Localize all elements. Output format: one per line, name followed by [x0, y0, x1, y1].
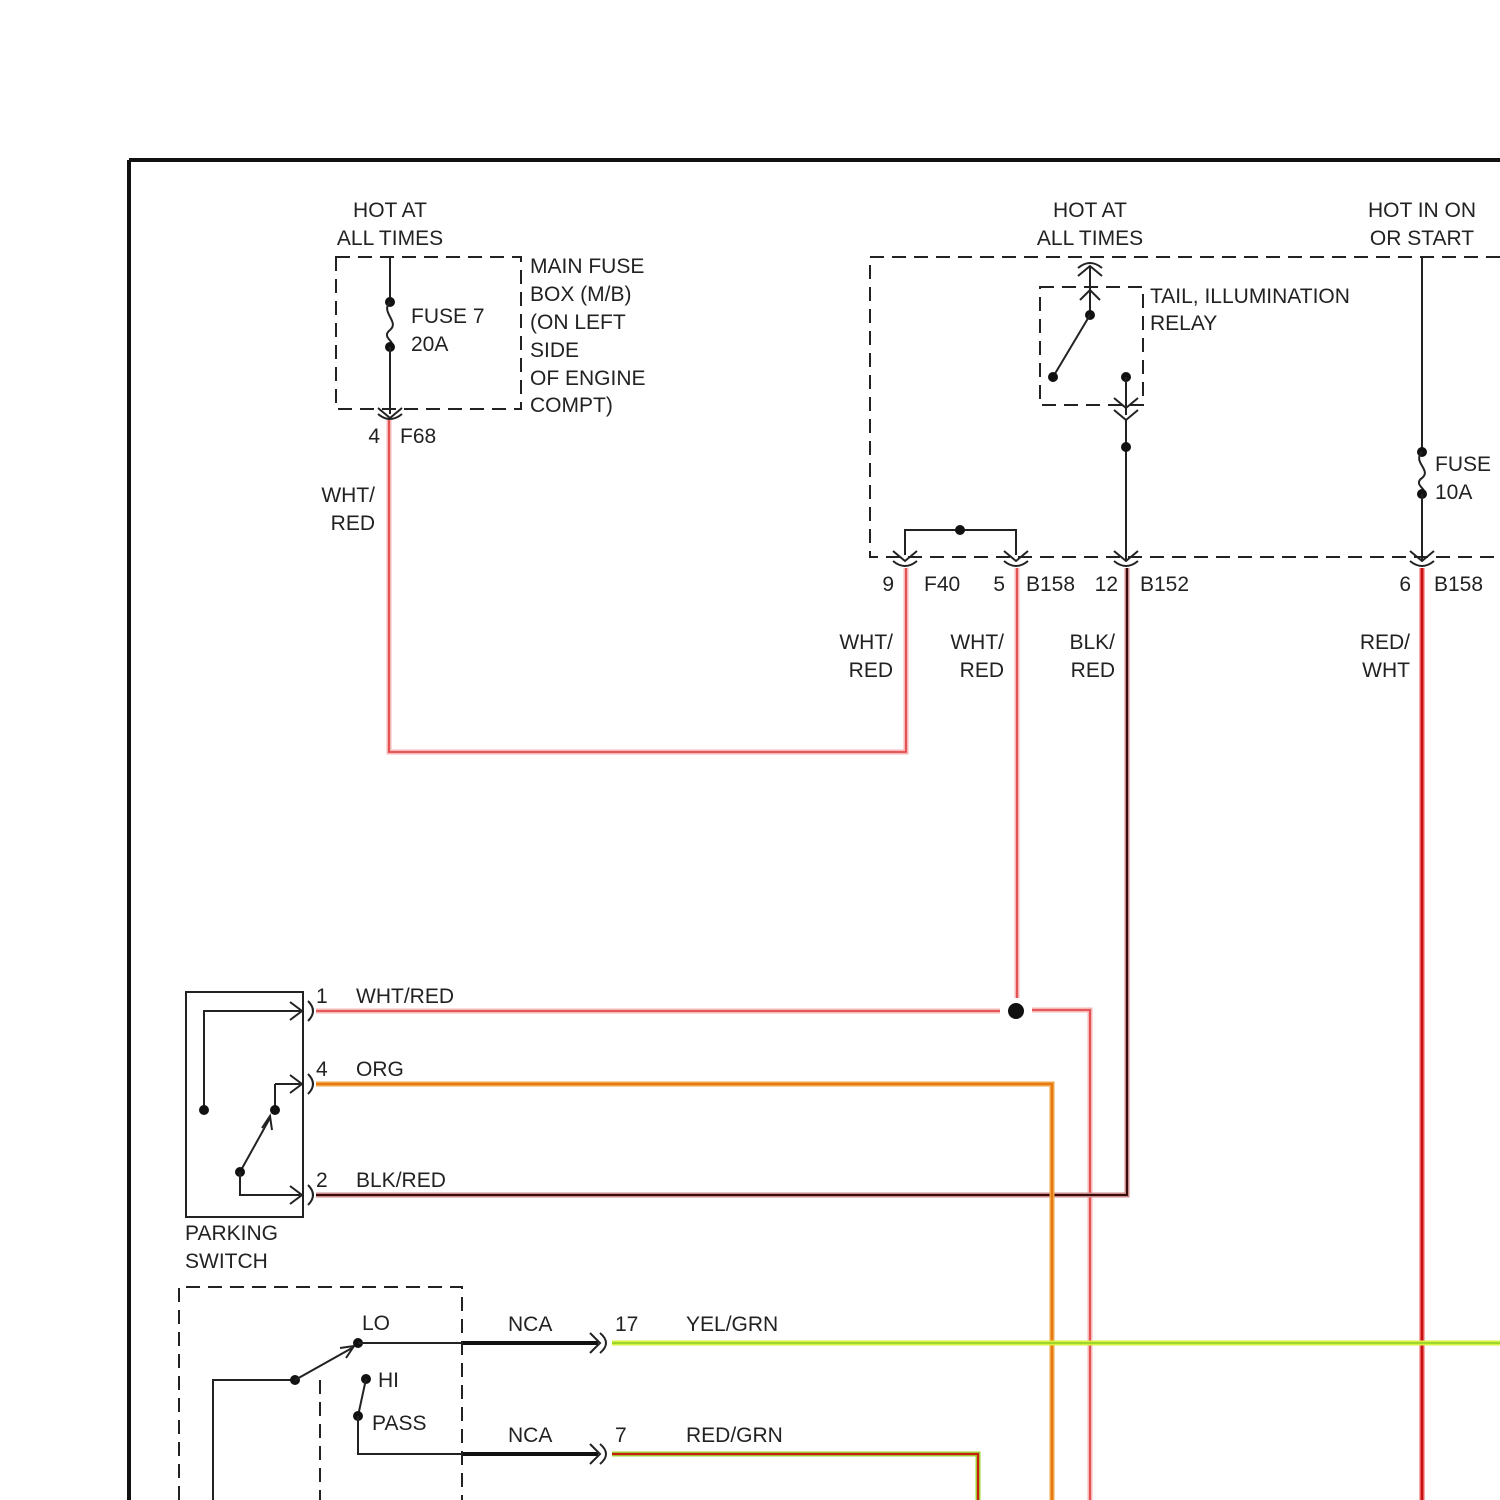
- main-fuse-box-label-2: BOX (M/B): [530, 283, 632, 306]
- fuse7-name: FUSE 7: [411, 305, 485, 328]
- headlight-switch-arm: [295, 1348, 352, 1380]
- main-fuse-box-label-4: SIDE: [530, 339, 579, 362]
- main-fuse-box-label-3: (ON LEFT: [530, 311, 626, 334]
- splice-junction: [1008, 1003, 1024, 1019]
- main-fuse-box: HOT AT ALL TIMES FUSE 7 20A MAIN FUSE BO…: [321, 199, 645, 535]
- connector-b158-id-6: B158: [1434, 573, 1483, 596]
- main-fuse-box-label-5: OF ENGINE: [530, 367, 646, 390]
- wire-label-b158-6-2: WHT: [1362, 659, 1410, 682]
- wires: [316, 420, 1500, 1500]
- parking-switch: 1 WHT/RED 4 ORG 2 BLK/RED PARKING SWITCH: [185, 985, 454, 1273]
- switch-lo-label: LO: [362, 1312, 390, 1335]
- connector-b152-id: B152: [1140, 573, 1189, 596]
- wire-label-f40-1: WHT/: [839, 631, 893, 654]
- nca-label-pass: NCA: [508, 1424, 552, 1447]
- hot-at-all-times-mid-1: HOT AT: [1053, 199, 1127, 222]
- wire-label-b158-6-1: RED/: [1360, 631, 1410, 654]
- relay-label-2: RELAY: [1150, 312, 1217, 335]
- fuse-relay-box: HOT AT ALL TIMES HOT IN ON OR START TAIL…: [839, 199, 1500, 682]
- wire-org: [316, 1084, 1052, 1500]
- wire-yel-grn-label: YEL/GRN: [686, 1313, 778, 1336]
- parking-switch-label-2: SWITCH: [185, 1250, 268, 1273]
- hot-in-on-or-start-2: OR START: [1370, 227, 1474, 250]
- fuse7-rating: 20A: [411, 333, 448, 356]
- switch-pass-label: PASS: [372, 1412, 426, 1435]
- connector-b158-id-5: B158: [1026, 573, 1075, 596]
- headlight-switch: LO HI PASS NCA 17 YEL/GRN NCA 7 RED/GRN: [179, 1287, 783, 1500]
- wire-label-b158-5-1: WHT/: [950, 631, 1004, 654]
- pin-17-label: 17: [615, 1313, 638, 1336]
- wire-wht-red-f68: [389, 420, 906, 752]
- relay-contact-arm: [1053, 315, 1090, 377]
- parking-pin-1: 1: [316, 985, 328, 1008]
- connector-b152-pin: 12: [1095, 573, 1118, 596]
- tail-illumination-relay-outline: [1040, 287, 1143, 405]
- parking-pin-4: 4: [316, 1058, 328, 1081]
- fuse7-wire-label-2: RED: [331, 512, 375, 535]
- f68-pin: 4: [368, 425, 380, 448]
- connector-f40-pin: 9: [882, 573, 894, 596]
- parking-switch-label-1: PARKING: [185, 1222, 278, 1245]
- switch-hi-label: HI: [378, 1369, 399, 1392]
- diagram-frame: [129, 160, 1500, 1500]
- fuse7-wire-label-1: WHT/: [321, 484, 375, 507]
- wire-blk-red: [316, 568, 1127, 1195]
- relay-label-1: TAIL, ILLUMINATION: [1150, 285, 1350, 308]
- connector-b158-pin-5: 5: [993, 573, 1005, 596]
- hot-at-all-times-left-2: ALL TIMES: [337, 227, 443, 250]
- fuse7-symbol: [387, 302, 393, 347]
- wire-label-b158-5-2: RED: [960, 659, 1004, 682]
- parking-switch-arm: [240, 1118, 270, 1172]
- wire-label-b152-1: BLK/: [1069, 631, 1115, 654]
- parking-wire-1: WHT/RED: [356, 985, 454, 1008]
- connector-f40-id: F40: [924, 573, 960, 596]
- main-fuse-box-label-1: MAIN FUSE: [530, 255, 644, 278]
- f68-connector-id: F68: [400, 425, 436, 448]
- nca-label-lo: NCA: [508, 1313, 552, 1336]
- hot-at-all-times-mid-2: ALL TIMES: [1037, 227, 1143, 250]
- wire-label-f40-2: RED: [849, 659, 893, 682]
- fuse-10a-rating: 10A: [1435, 481, 1472, 504]
- wire-red-grn: [612, 1454, 978, 1500]
- main-fuse-box-label-6: COMPT): [530, 394, 613, 417]
- parking-wire-4: ORG: [356, 1058, 404, 1081]
- parking-pin-2: 2: [316, 1169, 328, 1192]
- wire-label-b152-2: RED: [1071, 659, 1115, 682]
- hot-at-all-times-left-1: HOT AT: [353, 199, 427, 222]
- hot-in-on-or-start-1: HOT IN ON: [1368, 199, 1476, 222]
- connector-b158-pin-6: 6: [1399, 573, 1411, 596]
- parking-wire-2: BLK/RED: [356, 1169, 446, 1192]
- fuse-10a-symbol: [1419, 452, 1425, 494]
- pin-7-label: 7: [615, 1424, 627, 1447]
- fuse-10a-name: FUSE: [1435, 453, 1491, 476]
- wire-red-grn-label: RED/GRN: [686, 1424, 783, 1447]
